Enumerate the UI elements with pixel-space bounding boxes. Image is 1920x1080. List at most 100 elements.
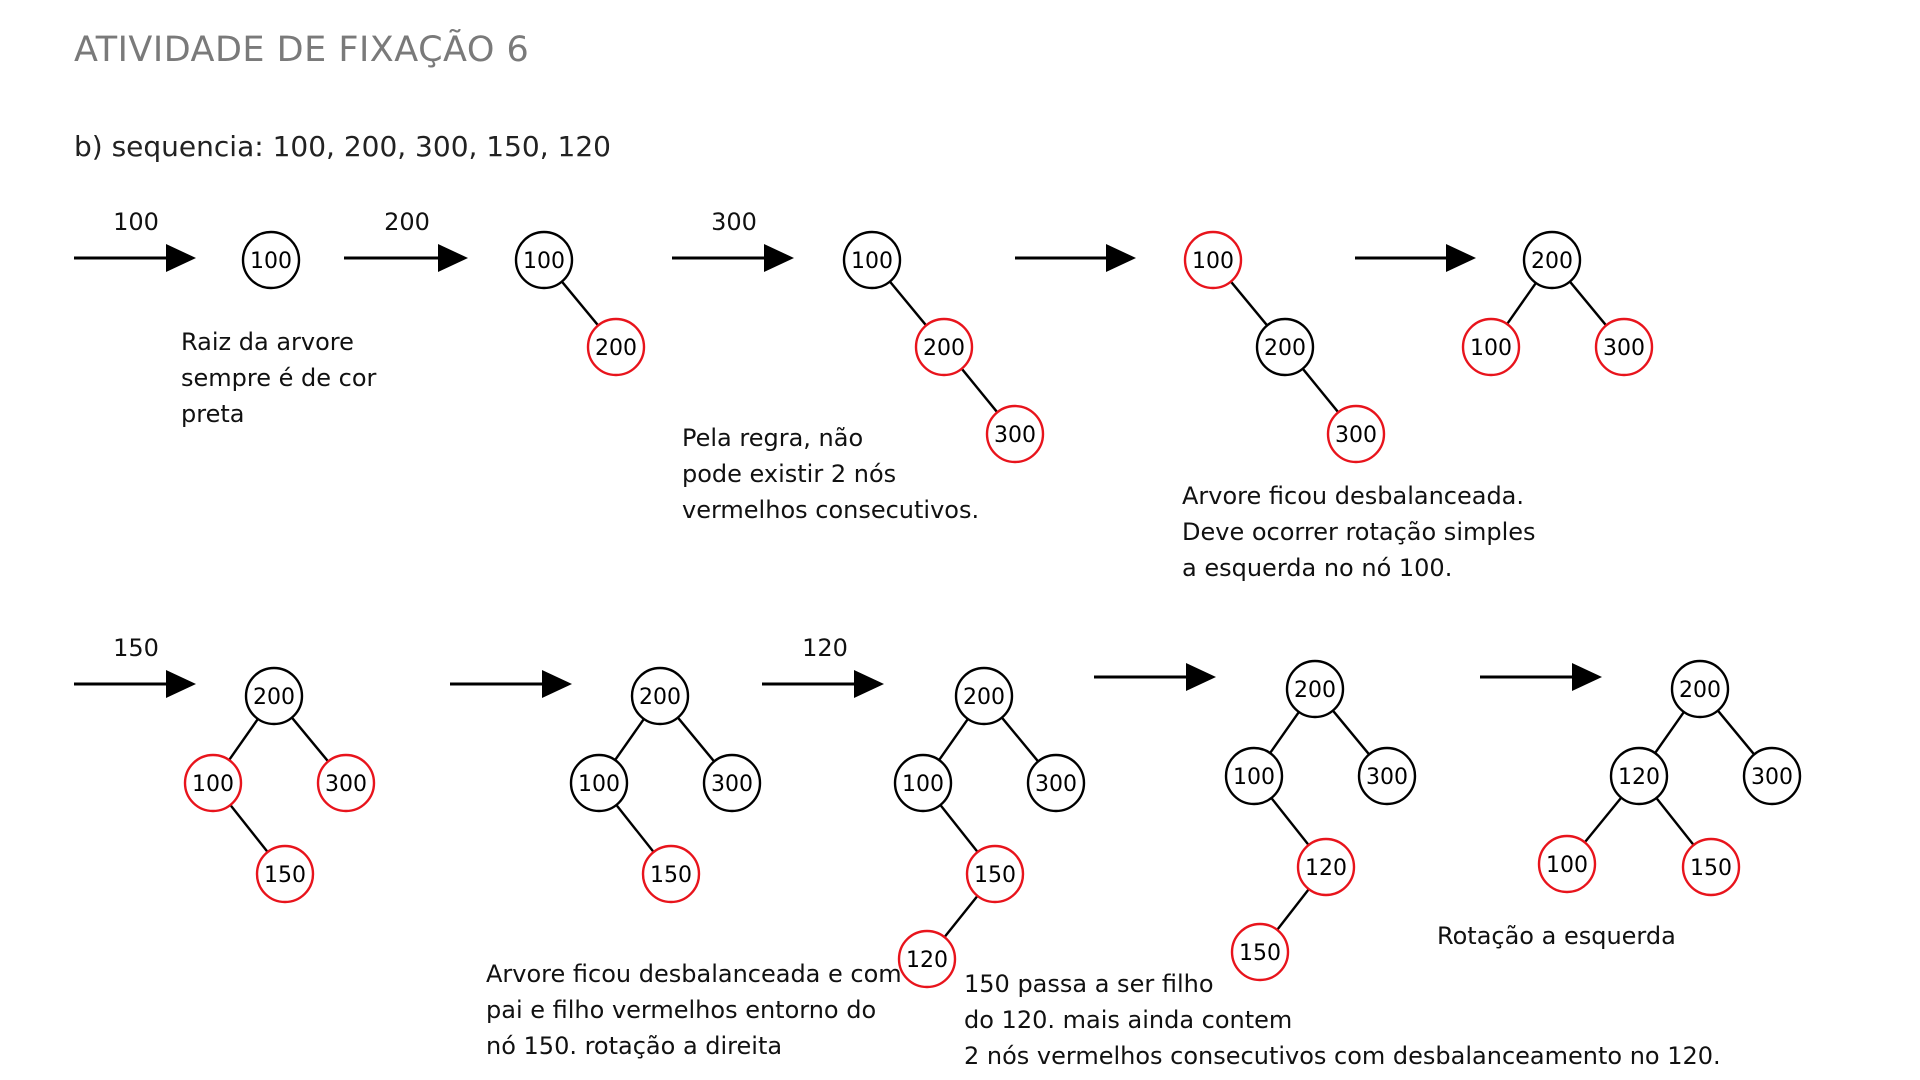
red-node-s4_300: 300: [1326, 404, 1386, 464]
red-node-s6_300: 300: [316, 753, 376, 813]
arrow-head: [1186, 663, 1216, 691]
node-circle: [1357, 746, 1417, 806]
black-node-s10_300: 300: [1742, 746, 1802, 806]
tree-edge: [1568, 280, 1608, 327]
node-label: 200: [595, 336, 637, 361]
note-line: preta: [181, 400, 245, 428]
node-circle: [630, 666, 690, 726]
node-label: 200: [1531, 249, 1573, 274]
node-label: 100: [1233, 765, 1275, 790]
node-circle: [514, 230, 574, 290]
arrows-group: [74, 244, 1602, 698]
tree-edge: [1331, 709, 1371, 756]
node-circle: [897, 929, 957, 989]
tree-edge: [960, 367, 999, 414]
black-node-s7_200: 200: [630, 666, 690, 726]
node-label: 150: [974, 863, 1016, 888]
red-node-s6_100: 100: [183, 753, 243, 813]
node-circle: [586, 317, 646, 377]
tree-edge: [1583, 796, 1623, 844]
node-circle: [183, 753, 243, 813]
black-node-s10_120: 120: [1609, 746, 1669, 806]
red-node-s5_100: 100: [1461, 317, 1521, 377]
red-node-s3_300: 300: [985, 404, 1045, 464]
arrow-right-icon: [1015, 244, 1136, 272]
tree-edge: [938, 718, 969, 761]
arrow-head: [542, 670, 572, 698]
tree-edge: [560, 280, 600, 327]
node-circle: [893, 753, 953, 813]
red-node-s5_300: 300: [1594, 317, 1654, 377]
note-line: pai e filho vermelhos entorno do: [486, 996, 877, 1024]
node-label: 200: [923, 336, 965, 361]
node-label: 100: [192, 772, 234, 797]
node-circle: [985, 404, 1045, 464]
node-circle: [702, 753, 762, 813]
node-circle: [1285, 659, 1345, 719]
tree-edge: [1301, 367, 1340, 414]
arrow-right-icon: [74, 670, 196, 698]
node-label: 120: [906, 948, 948, 973]
node-circle: [1522, 230, 1582, 290]
node-circle: [1296, 837, 1356, 897]
tree-edge: [943, 895, 979, 938]
red-node-s9_150: 150: [1230, 922, 1290, 982]
node-label: 100: [1192, 249, 1234, 274]
node-circle: [1681, 837, 1741, 897]
black-node-s9_100: 100: [1224, 746, 1284, 806]
node-circle: [1742, 746, 1802, 806]
node-circle: [1609, 746, 1669, 806]
node-circle: [241, 230, 301, 290]
tree-edge: [1655, 797, 1695, 846]
note-unbalanced-1: Arvore ficou desbalanceada. Deve ocorrer…: [1182, 478, 1536, 586]
node-label: 300: [1366, 765, 1408, 790]
red-node-s10_150: 150: [1681, 837, 1741, 897]
arrow-head: [166, 244, 196, 272]
note-unbalanced-2: Arvore ficou desbalanceada e com pai e f…: [486, 956, 902, 1064]
node-label: 150: [1239, 941, 1281, 966]
note-line: Rotação a esquerda: [1437, 922, 1676, 950]
node-label: 300: [1335, 423, 1377, 448]
node-label: 100: [1470, 336, 1512, 361]
node-circle: [914, 317, 974, 377]
black-node-s8_100: 100: [893, 753, 953, 813]
arrow-right-icon: [1094, 663, 1216, 691]
black-node-s6_200: 200: [244, 666, 304, 726]
black-node-s7_300: 300: [702, 753, 762, 813]
node-label: 200: [1264, 336, 1306, 361]
black-node-s9_300: 300: [1357, 746, 1417, 806]
edges-group: [228, 280, 1756, 938]
note-line: Arvore ficou desbalanceada e com: [486, 960, 902, 988]
tree-edge: [888, 280, 928, 327]
arrow-head: [438, 244, 468, 272]
arrow-head: [166, 670, 196, 698]
node-label: 300: [1603, 336, 1645, 361]
node-label: 100: [1546, 853, 1588, 878]
note-line: Raiz da arvore: [181, 328, 354, 356]
node-label: 120: [1305, 856, 1347, 881]
tree-edge: [1269, 711, 1300, 754]
arrow-right-icon: [450, 670, 572, 698]
black-node-s2_100: 100: [514, 230, 574, 290]
node-circle: [1224, 746, 1284, 806]
note-line: 2 nós vermelhos consecutivos com desbala…: [964, 1042, 1721, 1070]
note-line: do 120. mais ainda contem: [964, 1006, 1293, 1034]
tree-edge: [1000, 716, 1040, 763]
node-label: 100: [851, 249, 893, 274]
node-label: 300: [325, 772, 367, 797]
arrow-head: [764, 244, 794, 272]
node-circle: [842, 230, 902, 290]
node-circle: [1026, 753, 1086, 813]
node-circle: [255, 844, 315, 904]
node-label: 200: [639, 685, 681, 710]
note-rotation-left: Rotação a esquerda: [1437, 918, 1676, 954]
node-label: 150: [650, 863, 692, 888]
note-line: Arvore ficou desbalanceada.: [1182, 482, 1525, 510]
note-line: nó 150. rotação a direita: [486, 1032, 783, 1060]
arrow-head: [1572, 663, 1602, 691]
nodes-group: 100 100 200 100 200 300 100 200 300 200 100 300 200 1…: [183, 230, 1802, 989]
node-label: 200: [253, 685, 295, 710]
red-node-s9_120: 120: [1296, 837, 1356, 897]
arrow-right-icon: [1480, 663, 1602, 691]
